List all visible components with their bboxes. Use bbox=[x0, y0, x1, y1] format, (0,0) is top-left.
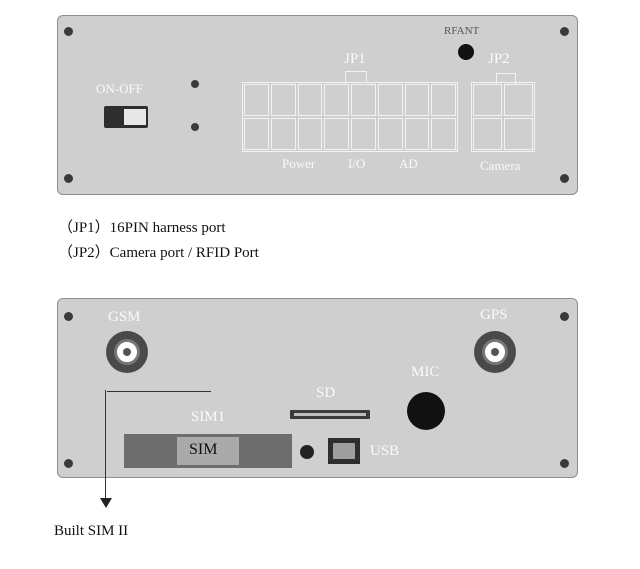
jp1-group-ad: AD bbox=[399, 156, 418, 171]
jp2-description: （JP2）Camera port / RFID Port bbox=[58, 245, 259, 261]
usb-port-inner bbox=[333, 443, 355, 459]
sd-label: SD bbox=[316, 385, 336, 401]
gsm-pin bbox=[123, 348, 131, 356]
jp1-pin bbox=[404, 118, 430, 150]
jp1-pin bbox=[297, 118, 323, 150]
jp1-pin bbox=[351, 118, 376, 150]
screw-top-right bbox=[560, 312, 569, 321]
power-switch[interactable] bbox=[104, 106, 148, 128]
rear-panel: GSM GPS MIC SD SIM1 SIM USB bbox=[57, 298, 578, 478]
jp1-label: JP1 bbox=[344, 51, 366, 67]
screw-bottom-left bbox=[64, 174, 73, 183]
jp1-pin bbox=[270, 84, 296, 116]
microphone-port bbox=[407, 392, 445, 430]
sim-pointer-vertical bbox=[105, 390, 106, 500]
jp1-pin bbox=[297, 84, 323, 116]
usb-port[interactable] bbox=[328, 438, 360, 464]
jp1-pin bbox=[324, 118, 349, 150]
jp1-connector[interactable] bbox=[242, 82, 458, 152]
indicator-led-2 bbox=[191, 123, 199, 131]
screw-top-left bbox=[64, 312, 73, 321]
jp1-pin bbox=[431, 84, 456, 116]
jp1-pin bbox=[244, 84, 269, 116]
jp1-pin bbox=[377, 118, 403, 150]
jp2-pin bbox=[473, 118, 502, 150]
indicator-led-1 bbox=[191, 80, 199, 88]
jp1-pin bbox=[270, 118, 296, 150]
jp2-key-tab bbox=[496, 73, 516, 84]
front-panel: ON-OFF RFANT JP1 Power I/O AD JP2 Camera bbox=[57, 15, 578, 195]
jp1-pin bbox=[351, 84, 376, 116]
sd-card-slot[interactable] bbox=[290, 410, 370, 419]
jp1-description: （JP1）16PIN harness port bbox=[58, 220, 226, 236]
jp1-key-tab bbox=[345, 71, 367, 83]
mic-label: MIC bbox=[411, 364, 440, 380]
screw-top-right bbox=[560, 27, 569, 36]
jp2-pin bbox=[473, 84, 502, 116]
jp1-pin bbox=[324, 84, 349, 116]
screw-bottom-right bbox=[560, 174, 569, 183]
sim-tray-slot: SIM bbox=[177, 437, 239, 465]
rf-antenna-port[interactable] bbox=[458, 44, 474, 60]
jp1-pin bbox=[431, 118, 456, 150]
sim1-tray[interactable]: SIM bbox=[124, 434, 292, 468]
jp2-label: JP2 bbox=[488, 51, 510, 67]
sd-slot-opening bbox=[294, 413, 366, 416]
gps-pin bbox=[491, 348, 499, 356]
jp1-pin bbox=[404, 84, 430, 116]
screw-top-left bbox=[64, 27, 73, 36]
sim1-label: SIM1 bbox=[191, 409, 226, 425]
switch-label: ON-OFF bbox=[96, 81, 143, 96]
screw-bottom-right bbox=[560, 459, 569, 468]
jp1-group-io: I/O bbox=[348, 156, 366, 171]
arrow-down-icon bbox=[100, 498, 112, 508]
jp2-pin bbox=[504, 84, 533, 116]
reset-button[interactable] bbox=[300, 445, 314, 459]
jp1-pin bbox=[244, 118, 269, 150]
sim-slot-label: SIM bbox=[189, 441, 218, 458]
gsm-antenna-port[interactable] bbox=[106, 331, 148, 373]
jp1-pin bbox=[377, 84, 403, 116]
gsm-label: GSM bbox=[108, 309, 141, 325]
jp2-caption: Camera bbox=[480, 158, 521, 173]
sim-pointer-horizontal bbox=[107, 391, 211, 392]
jp2-pin bbox=[504, 118, 533, 150]
gps-antenna-port[interactable] bbox=[474, 331, 516, 373]
built-sim-caption: Built SIM II bbox=[54, 523, 129, 539]
switch-knob bbox=[124, 109, 146, 125]
jp2-connector[interactable] bbox=[471, 82, 535, 152]
screw-bottom-left bbox=[64, 459, 73, 468]
gps-label: GPS bbox=[480, 307, 508, 323]
jp1-group-power: Power bbox=[282, 156, 316, 171]
usb-label: USB bbox=[370, 443, 400, 459]
rf-ant-label: RFANT bbox=[444, 25, 480, 37]
